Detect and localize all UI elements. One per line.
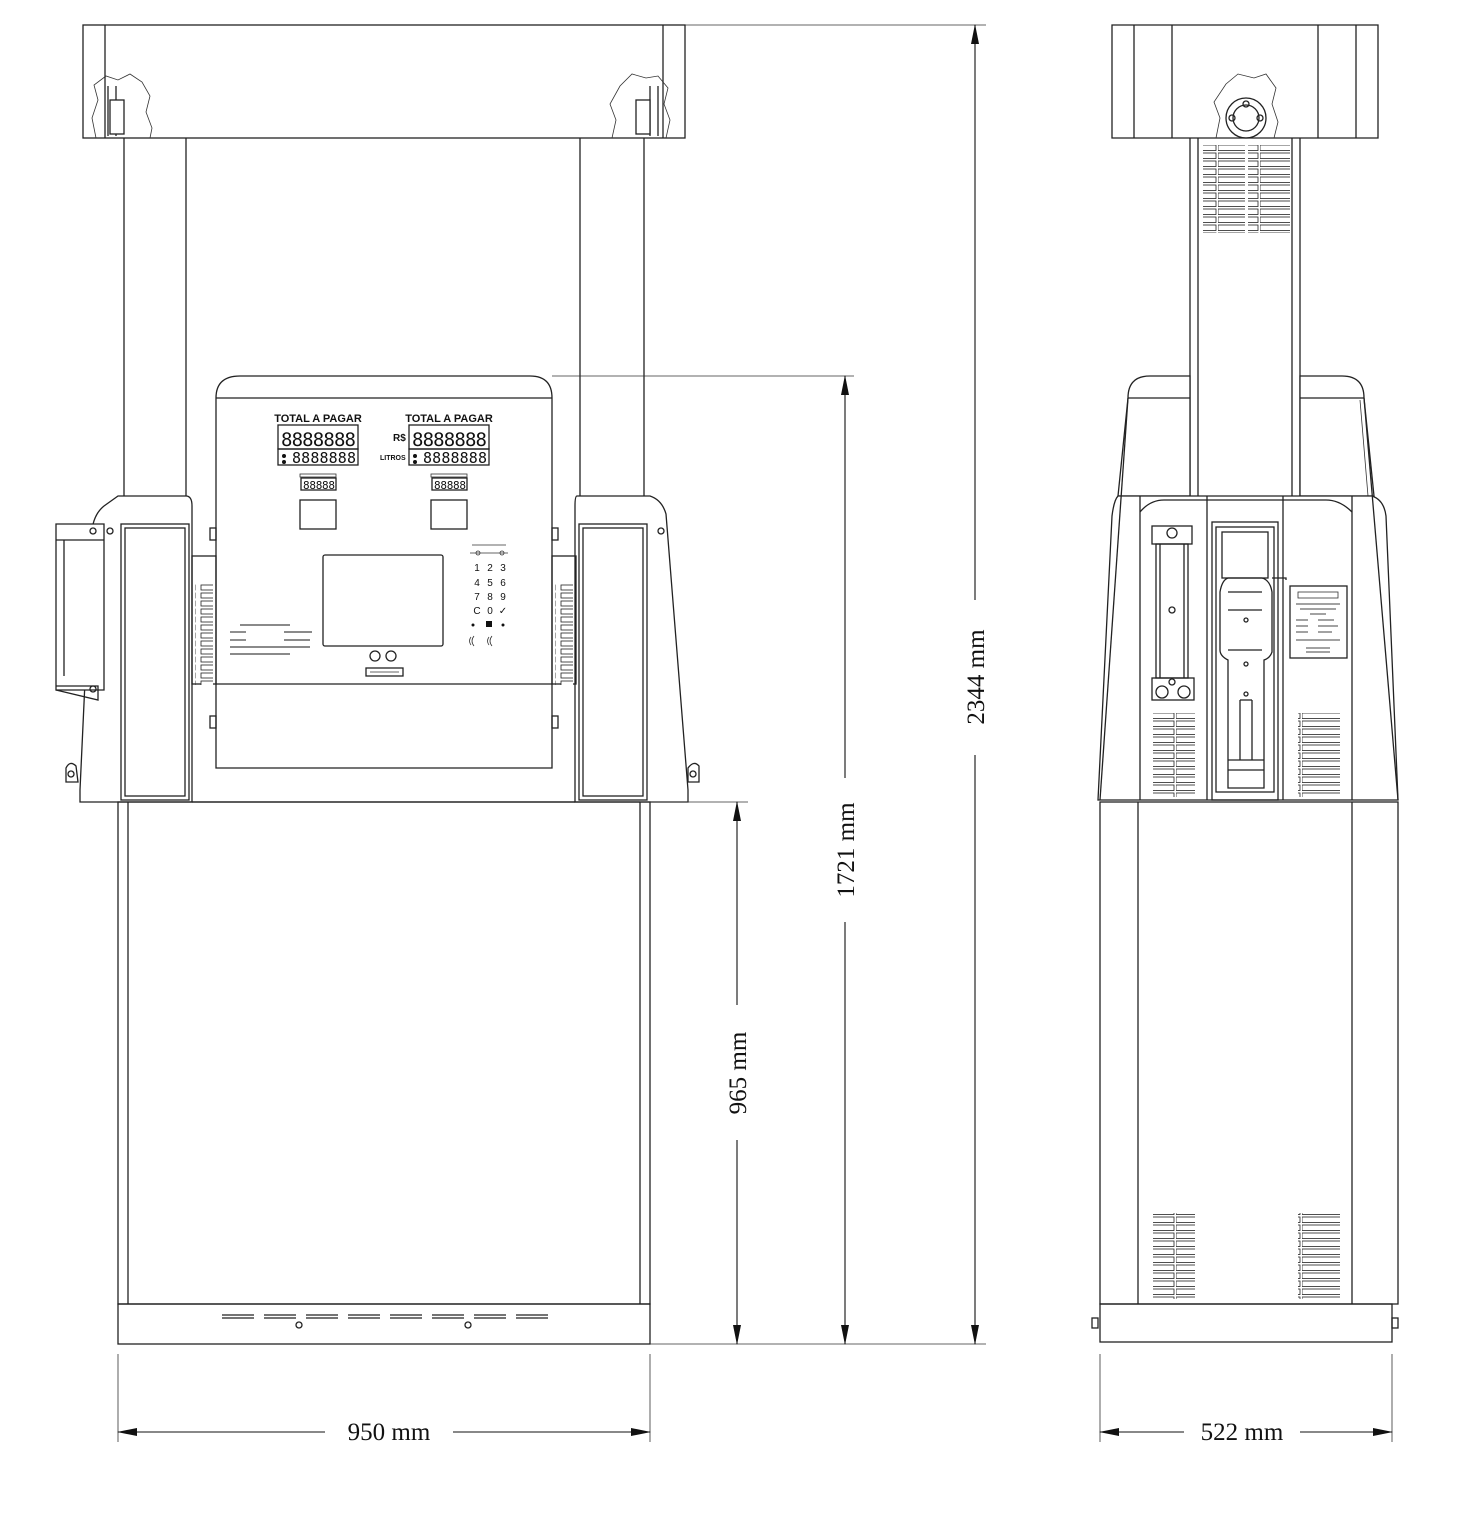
- display-right-amount: 8888888: [412, 429, 487, 451]
- front-left-housing: [55, 495, 217, 803]
- display-left-price: 88888: [303, 479, 334, 492]
- dimension-cabinet-height: 1721 mm: [833, 375, 860, 1345]
- display-right: TOTAL A PAGAR 8888888 8888888 R$ LITROS …: [380, 413, 493, 530]
- keypad: 1 2 3 4 5 6 7 8 9 C 0 ✓: [473, 563, 507, 617]
- side-view: [1091, 24, 1399, 1343]
- key-confirm: ✓: [499, 606, 507, 617]
- front-width-label: 950 mm: [348, 1419, 431, 1446]
- id-plate: [1289, 585, 1348, 659]
- side-lower-body: [1091, 801, 1399, 1343]
- display-left: TOTAL A PAGAR 8888888 8888888 88888: [274, 413, 362, 530]
- currency-label: R$: [393, 433, 406, 444]
- display-right-title: TOTAL A PAGAR: [405, 413, 493, 425]
- display-left-amount: 8888888: [281, 429, 356, 451]
- side-left-holder: [1151, 525, 1195, 797]
- key-5: 5: [487, 578, 493, 589]
- key-0: 0: [487, 606, 493, 617]
- side-cabinet: [1097, 375, 1399, 801]
- side-canopy: [1111, 24, 1379, 139]
- front-right-housing: [551, 495, 700, 803]
- front-canopy: [82, 24, 686, 139]
- dimension-base-height: 965 mm: [725, 801, 752, 1345]
- key-4: 4: [474, 578, 480, 589]
- key-9: 9: [500, 592, 506, 603]
- overall-height-label: 2344 mm: [963, 629, 990, 725]
- front-columns: [123, 138, 645, 496]
- key-1: 1: [474, 563, 480, 574]
- dimension-side-width: 522 mm: [1099, 1419, 1393, 1446]
- display-right-price: 88888: [434, 479, 465, 492]
- side-right-panel: [1289, 585, 1348, 797]
- control-panel: 1 2 3 4 5 6 7 8 9 C 0 ✓: [230, 544, 508, 677]
- front-cabinet: [209, 375, 559, 769]
- display-left-title: TOTAL A PAGAR: [274, 413, 362, 425]
- side-column: [1189, 138, 1301, 496]
- key-6: 6: [500, 578, 506, 589]
- dimension-overall-height: 2344 mm: [963, 24, 990, 1345]
- key-c: C: [473, 606, 480, 617]
- key-3: 3: [500, 563, 506, 574]
- display-left-liters: 8888888: [292, 449, 356, 467]
- key-2: 2: [487, 563, 493, 574]
- front-view: TOTAL A PAGAR 8888888 8888888 88888 TOTA…: [55, 24, 700, 1345]
- key-8: 8: [487, 592, 493, 603]
- dimension-lines: 2344 mm 1721 mm 965 mm 950 mm 522 mm: [117, 24, 1393, 1446]
- key-7: 7: [474, 592, 480, 603]
- side-nozzle-bay: [1211, 521, 1287, 801]
- base-height-label: 965 mm: [725, 1031, 752, 1114]
- front-lower-body: [117, 801, 651, 1345]
- side-width-label: 522 mm: [1201, 1419, 1284, 1446]
- cabinet-height-label: 1721 mm: [833, 802, 860, 898]
- touch-screen: [322, 554, 444, 647]
- dimension-front-width: 950 mm: [117, 1419, 651, 1446]
- liters-label: LITROS: [380, 455, 406, 462]
- display-right-liters: 8888888: [423, 449, 487, 467]
